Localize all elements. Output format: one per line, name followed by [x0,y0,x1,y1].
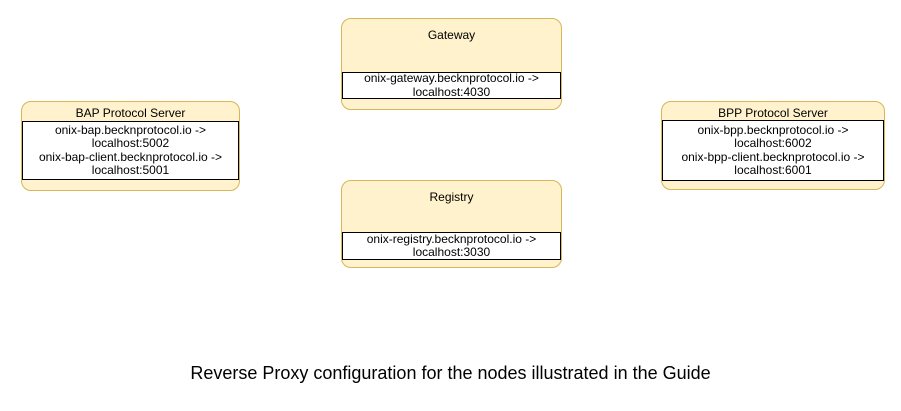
node-gateway: Gateway onix-gateway.becknprotocol.io ->… [341,18,562,110]
node-title: BPP Protocol Server [718,106,828,120]
proxy-mapping-line: onix-bpp.becknprotocol.io -> [697,122,849,137]
proxy-mapping-box: onix-gateway.becknprotocol.io -> localho… [342,71,561,99]
node-bap-protocol-server: BAP Protocol Server onix-bap.becknprotoc… [21,101,240,191]
proxy-mapping-line: localhost:3030 [412,245,491,259]
proxy-mapping-box: onix-registry.becknprotocol.io -> localh… [342,232,561,260]
proxy-mapping-line: localhost:6001 [734,163,812,177]
proxy-mapping-box: onix-bap.becknprotocol.io -> localhost:5… [22,121,239,180]
proxy-mapping-line: onix-bap.becknprotocol.io -> [54,122,207,137]
proxy-mapping-box: onix-bpp.becknprotocol.io -> localhost:6… [662,120,884,181]
proxy-mapping-line: onix-bpp-client.becknprotocol.io -> [681,149,865,164]
proxy-mapping-line: onix-registry.becknprotocol.io -> [366,231,537,246]
proxy-mapping-line: localhost:4030 [412,84,491,99]
node-bpp-protocol-server: BPP Protocol Server onix-bpp.becknprotoc… [661,101,885,190]
node-title: BAP Protocol Server [75,106,186,120]
diagram-caption: Reverse Proxy configuration for the node… [190,363,711,383]
proxy-mapping-line: localhost:5001 [91,163,170,177]
proxy-mapping-line: onix-bap-client.becknprotocol.io -> [38,149,223,164]
node-title: Registry [429,190,474,204]
proxy-mapping-line: localhost:5002 [91,136,170,150]
node-title: Gateway [427,28,476,42]
node-registry: Registry onix-registry.becknprotocol.io … [341,180,562,268]
proxy-mapping-line: onix-gateway.becknprotocol.io -> [364,71,539,85]
proxy-mapping-line: localhost:6002 [734,136,812,150]
